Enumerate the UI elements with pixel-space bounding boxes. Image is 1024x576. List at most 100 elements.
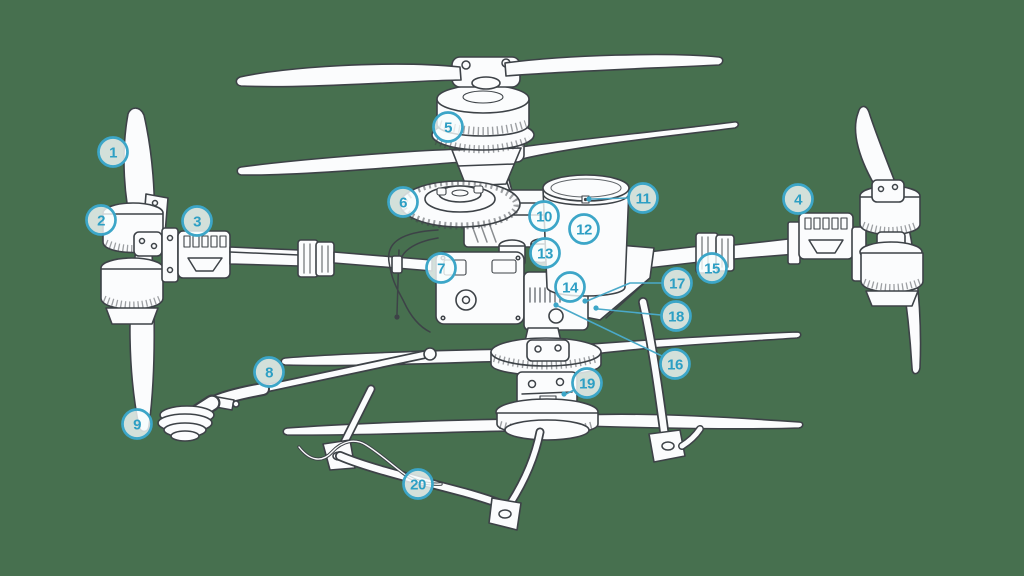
center-strut-fill: [507, 429, 543, 507]
callout-3: 3: [181, 205, 213, 237]
callout-number: 5: [444, 120, 452, 137]
antenna-body: [391, 255, 403, 274]
callout-number: 19: [579, 376, 595, 393]
callout-16: 16: [553, 302, 691, 380]
callout-bubble: [696, 252, 728, 284]
upper-blade-right: [577, 331, 802, 357]
bolt: [166, 234, 174, 242]
rear-skid-stub-fill: [679, 426, 703, 449]
knurl-band: [438, 120, 528, 135]
callout-number: 4: [794, 192, 803, 209]
top-propeller-blade-right: [504, 53, 724, 77]
callout-number: 16: [667, 357, 683, 374]
callout-number: 3: [193, 214, 201, 231]
callout-bubble: [402, 468, 434, 500]
hub-cap: [471, 76, 501, 90]
callout-number: 14: [562, 280, 579, 297]
callout-bubble: [571, 367, 603, 399]
callout-leader-line: [565, 389, 575, 395]
wedge-fold: [605, 277, 651, 319]
callout-18: 18: [593, 300, 692, 332]
fitting-nub: [232, 400, 240, 408]
arm-seam: [229, 251, 300, 256]
cap-nub: [451, 189, 469, 197]
callout-number: 1: [109, 145, 117, 162]
right-motor-assembly: [647, 105, 924, 375]
callout-number: 17: [669, 276, 685, 293]
callout-bubble: [181, 205, 213, 237]
callout-bubble: [425, 252, 457, 284]
callout-bubble: [387, 186, 419, 218]
boom-joint: [423, 347, 437, 361]
callout-11: 11: [586, 182, 659, 214]
bolt: [461, 60, 471, 70]
bolt: [877, 185, 885, 193]
callout-bubble: [528, 200, 560, 232]
callout-1: 1: [97, 136, 129, 168]
callout-leader-line: [591, 197, 629, 200]
callout-bubble: [529, 237, 561, 269]
right-arm-inner-tube: [647, 245, 701, 269]
callout-bubble: [568, 213, 600, 245]
callout-number: 10: [536, 209, 552, 226]
cap-tab: [436, 187, 447, 196]
callout-10: 10: [528, 200, 560, 232]
callout-bubble: [782, 183, 814, 215]
callout-8: 8: [253, 356, 285, 388]
callout-leader-dot: [582, 298, 588, 304]
knurl-band: [861, 221, 919, 234]
spray-boom-assembly: [157, 347, 437, 442]
block-slot: [840, 217, 848, 230]
callout-bubble: [660, 300, 692, 332]
arm-fold-joint: [315, 241, 335, 277]
landing-gear: [297, 297, 704, 531]
callout-leader-line: [597, 308, 662, 316]
bolt: [515, 255, 521, 261]
callout-number: 8: [265, 365, 273, 382]
callout-bubble: [85, 204, 117, 236]
callout-number: 11: [636, 191, 651, 208]
knurl-band: [104, 239, 162, 252]
callout-6: 6: [387, 186, 419, 218]
arm-fold-joint: [297, 239, 319, 278]
block-slot: [183, 235, 191, 248]
sensor-dot: [583, 197, 588, 202]
callout-leader-dot: [586, 196, 592, 202]
callout-bubble: [97, 136, 129, 168]
callout-number: 15: [704, 261, 720, 278]
rear-skid-foot: [648, 429, 686, 463]
callout-4: 4: [782, 183, 814, 215]
callout-14: 14: [554, 271, 586, 303]
nozzle-disc: [170, 430, 200, 442]
lower-blade-right: [579, 413, 804, 430]
left-motor-assembly: [100, 107, 433, 433]
lower-propeller-blade-right: [519, 121, 740, 160]
canister-rim: [543, 195, 629, 206]
bolt: [555, 377, 565, 387]
canister-lid-inner: [550, 178, 622, 198]
left-arm-tube: [229, 246, 300, 267]
knurl-band: [102, 295, 162, 309]
callout-bubble: [253, 356, 285, 388]
block-slot: [210, 235, 218, 248]
cap-tab: [473, 185, 484, 194]
callout-number: 9: [133, 417, 141, 434]
callout-20: 20: [402, 468, 434, 500]
bottom-motor-drum: [100, 268, 164, 311]
antenna-tip: [394, 314, 400, 320]
bolt: [166, 266, 174, 274]
bottom-cap: [504, 419, 590, 441]
bolt: [527, 379, 537, 389]
blade-clamp: [133, 231, 163, 257]
block-slot: [822, 217, 830, 230]
fc-dial-center: [461, 295, 471, 305]
foot-hole: [498, 509, 512, 519]
callout-number: 12: [576, 222, 592, 239]
fc-port: [491, 259, 517, 274]
callout-number: 20: [410, 477, 426, 494]
callout-13: 13: [529, 237, 561, 269]
callout-number: 18: [668, 309, 684, 326]
cone-seam: [457, 163, 515, 167]
